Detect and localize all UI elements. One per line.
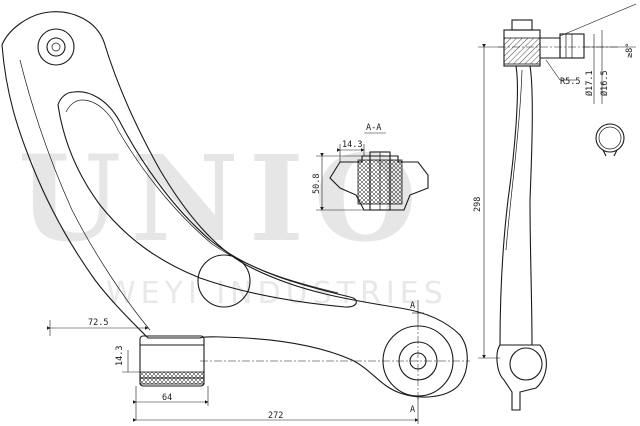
control-arm-side-view: 298 Ø17.1 Ø16.5 R5.5 ≥8° bbox=[473, 3, 637, 411]
dimension-bush-width: 64 bbox=[133, 386, 209, 420]
section-a-a: A-A 14.3 50.8 bbox=[312, 123, 429, 211]
dimension-offset-left: 72.5 bbox=[47, 318, 149, 336]
section-label: A-A bbox=[366, 123, 381, 133]
dimension-total-length: 272 bbox=[133, 398, 419, 424]
dim-stud-dia-2: Ø16.5 bbox=[599, 70, 610, 96]
section-marker-bottom: A bbox=[410, 405, 415, 415]
dim-stud-dia-1: Ø17.1 bbox=[584, 70, 595, 96]
watermark-subtitle: WEYI INDUSTRIES bbox=[106, 276, 448, 311]
dim-total-length-label: 272 bbox=[268, 411, 283, 421]
section-marker-top: A bbox=[410, 301, 415, 311]
dim-bush-side-label: 14.3 bbox=[115, 346, 125, 366]
dim-taper-angle: ≥8° bbox=[625, 43, 635, 58]
dim-offset-left-label: 72.5 bbox=[88, 318, 108, 328]
section-marker-line: A A bbox=[410, 300, 424, 415]
dimension-bush-side: 14.3 bbox=[115, 346, 140, 373]
watermark-brand: UNIO bbox=[18, 129, 427, 268]
dim-height-label: 298 bbox=[473, 197, 483, 212]
dim-bush-height-label: 50.8 bbox=[312, 174, 322, 194]
control-arm-plan-view bbox=[1, 11, 470, 402]
dim-ball-radius: R5.5 bbox=[560, 77, 580, 87]
dim-bush-width-label: 64 bbox=[162, 393, 172, 403]
watermark: UNIO WEYI INDUSTRIES bbox=[18, 129, 448, 311]
dim-bush-gap-label: 14.3 bbox=[342, 140, 362, 150]
